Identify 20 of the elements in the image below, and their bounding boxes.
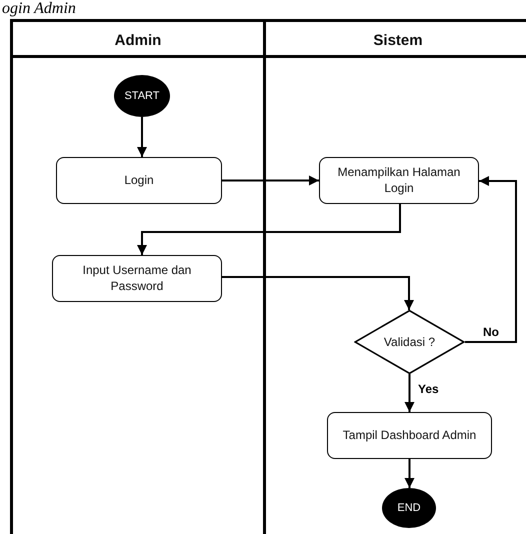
- edge-label: Yes: [418, 382, 439, 396]
- arrow: [137, 117, 147, 157]
- terminal-ellipse: END: [382, 488, 436, 528]
- arrow: [137, 204, 401, 255]
- arrow: [404, 374, 414, 412]
- edge-label: No: [483, 325, 499, 339]
- arrow: [465, 176, 517, 343]
- process-box: Input Username dan Password: [52, 255, 222, 302]
- terminal-ellipse: START: [114, 75, 170, 117]
- process-box: Tampil Dashboard Admin: [327, 412, 492, 459]
- arrow: [222, 176, 319, 186]
- arrow: [404, 459, 414, 488]
- caption-title: ogin Admin: [2, 0, 76, 17]
- lane-header: Sistem: [266, 22, 526, 58]
- arrow: [222, 276, 414, 310]
- swimlane: [10, 19, 266, 534]
- decision-diamond: Validasi ?: [354, 310, 465, 374]
- process-box: Login: [56, 157, 222, 204]
- process-box: Menampilkan Halaman Login: [319, 157, 479, 204]
- lane-header: Admin: [13, 22, 263, 58]
